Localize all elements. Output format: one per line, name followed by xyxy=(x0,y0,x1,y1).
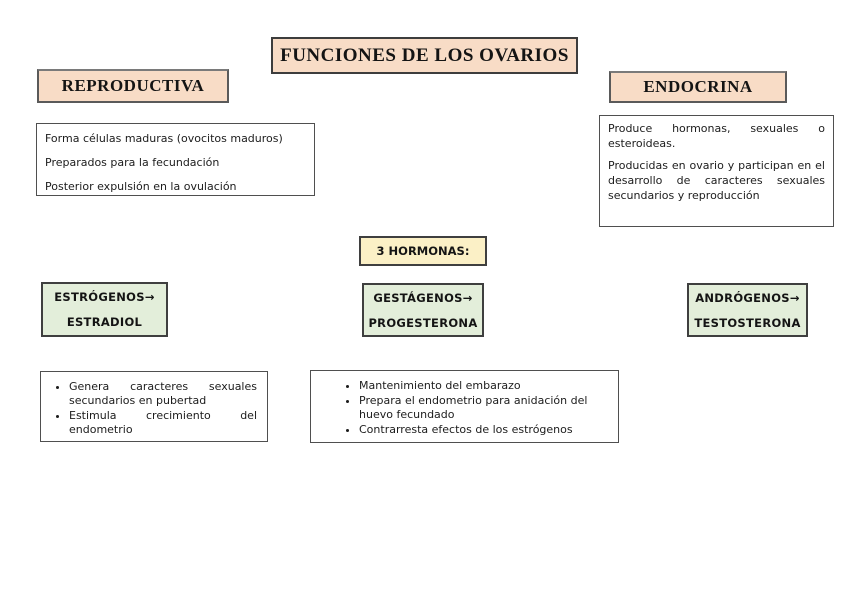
gestagen-effect: Contrarresta efectos de los estrógenos xyxy=(359,423,608,437)
reproductive-point: Forma células maduras (ovocitos maduros) xyxy=(45,132,283,145)
hormone-product: ESTRADIOL xyxy=(66,315,143,329)
estrogen-effects-box: Genera caracteres sexuales secundarios e… xyxy=(40,371,268,442)
reproductive-point: Preparados para la fecundación xyxy=(45,156,220,169)
hormone-product: TESTOSTERONA xyxy=(694,315,801,330)
hormone-name: GESTÁGENOS→ xyxy=(373,290,473,305)
hormone-name: ESTRÓGENOS→ xyxy=(54,290,155,304)
endocrine-detail-box: Produce hormonas, sexuales o esteroideas… xyxy=(599,115,834,227)
diagram-title: FUNCIONES DE LOS OVARIOS xyxy=(280,44,569,66)
hormone-box-gestagens: GESTÁGENOS→ PROGESTERONA xyxy=(362,283,484,337)
hormone-name: ANDRÓGENOS→ xyxy=(695,290,800,305)
reproductive-heading: REPRODUCTIVA xyxy=(61,76,205,95)
reproductive-detail-box: Forma células maduras (ovocitos maduros)… xyxy=(36,123,315,196)
endocrine-heading-box: ENDOCRINA xyxy=(609,71,787,103)
gestagen-effects-box: Mantenimiento del embarazoPrepara el end… xyxy=(310,370,619,443)
hormone-product: PROGESTERONA xyxy=(368,315,478,330)
hormones-label-box: 3 HORMONAS: xyxy=(359,236,487,266)
estrogen-effects-list: Genera caracteres sexuales secundarios e… xyxy=(41,380,267,437)
gestagen-effect: Mantenimiento del embarazo xyxy=(359,379,608,393)
hormone-box-androgens: ANDRÓGENOS→ TESTOSTERONA xyxy=(687,283,808,337)
estrogen-effect: Estimula crecimiento del endometrio xyxy=(69,409,257,437)
gestagen-effect: Prepara el endometrio para anidación del… xyxy=(359,394,608,422)
endocrine-paragraphs: Produce hormonas, sexuales o esteroideas… xyxy=(608,121,825,203)
reproductive-point: Posterior expulsión en la ovulación xyxy=(45,180,237,193)
endocrine-heading: ENDOCRINA xyxy=(643,77,753,96)
endocrine-paragraph: Produce hormonas, sexuales o esteroideas… xyxy=(608,122,825,150)
reproductive-heading-box: REPRODUCTIVA xyxy=(37,69,229,103)
gestagen-effects-list: Mantenimiento del embarazoPrepara el end… xyxy=(311,379,618,437)
reproductive-points: Forma células maduras (ovocitos maduros)… xyxy=(45,132,306,193)
diagram-title-box: FUNCIONES DE LOS OVARIOS xyxy=(271,37,578,74)
hormones-label: 3 HORMONAS: xyxy=(376,244,470,258)
estrogen-effect: Genera caracteres sexuales secundarios e… xyxy=(69,380,257,408)
endocrine-paragraph: Producidas en ovario y participan en el … xyxy=(608,159,825,202)
hormone-box-estrogens: ESTRÓGENOS→ ESTRADIOL xyxy=(41,282,168,337)
